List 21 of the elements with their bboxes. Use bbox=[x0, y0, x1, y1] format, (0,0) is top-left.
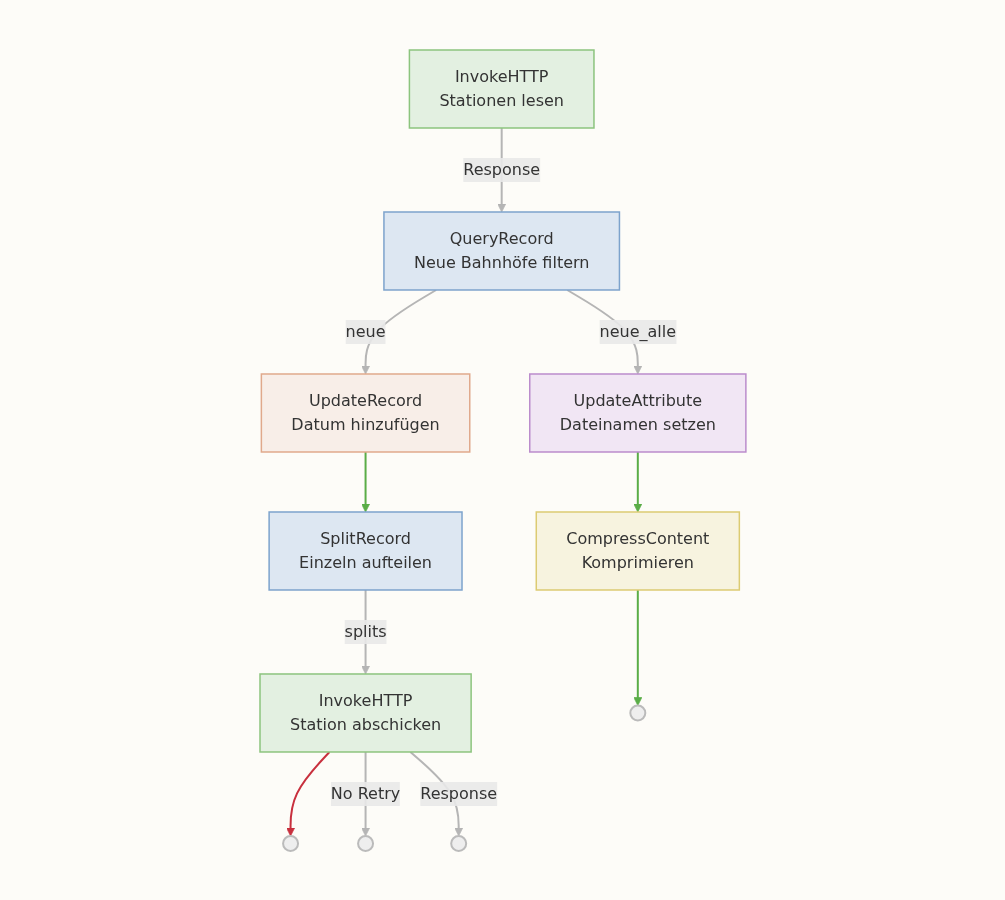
node-circle bbox=[628, 704, 646, 721]
node-box: CompressContent Komprimieren bbox=[535, 510, 740, 591]
arrow bbox=[285, 750, 330, 836]
node-box: InvokeHTTP Station abschicken bbox=[258, 672, 472, 753]
edge-label: neue bbox=[345, 321, 386, 341]
edge-label: Response bbox=[419, 783, 497, 803]
arrow bbox=[633, 450, 642, 512]
edge-label: splits bbox=[344, 621, 387, 641]
node-circle bbox=[356, 834, 374, 852]
node-box: UpdateRecord Datum hinzufügen bbox=[260, 372, 471, 453]
edge-label: neue_alle bbox=[599, 321, 676, 341]
arrow bbox=[633, 588, 642, 706]
node-circle bbox=[281, 834, 299, 852]
node-box: SplitRecord Einzeln aufteilen bbox=[267, 510, 463, 591]
arrow bbox=[360, 450, 370, 512]
edge-label: No Retry bbox=[330, 783, 400, 803]
node-circle bbox=[449, 834, 467, 852]
node-box: QueryRecord Neue Bahnhöfe filtern bbox=[382, 210, 620, 291]
node-box: InvokeHTTP Stationen lesen bbox=[408, 48, 595, 129]
node-box: UpdateAttribute Dateinamen setzen bbox=[528, 372, 747, 453]
edge-label: Response bbox=[462, 159, 540, 179]
